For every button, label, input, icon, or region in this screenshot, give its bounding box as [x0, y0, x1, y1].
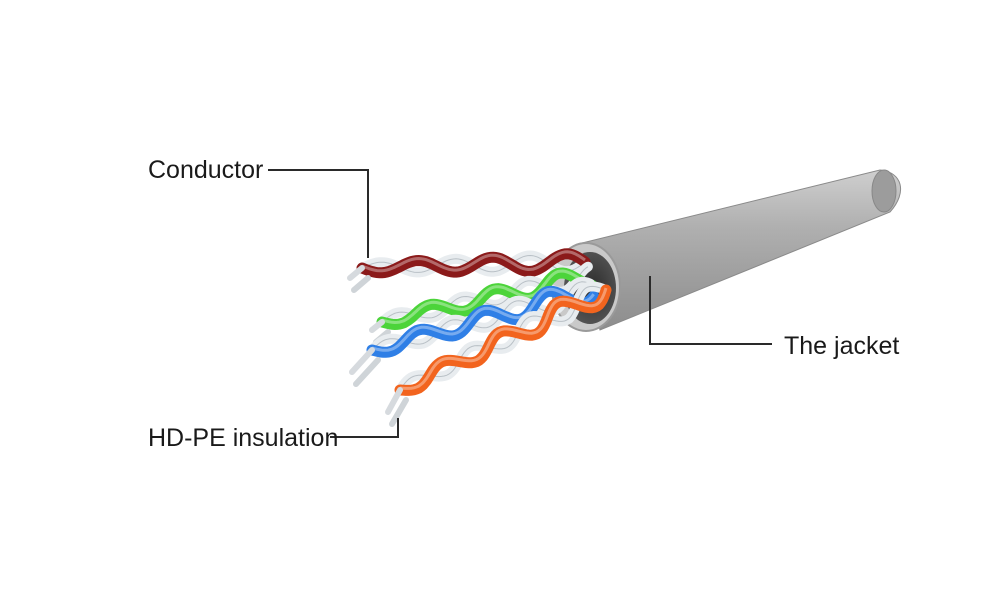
twisted-pairs [347, 248, 612, 427]
pair-brown [347, 248, 591, 293]
pair-orange [385, 281, 612, 427]
insulation-leader-line [330, 418, 399, 438]
wire-white-outline-orange [399, 285, 607, 391]
insulation-label: HD-PE insulation [148, 424, 338, 452]
conductor-tip-orange [385, 387, 403, 415]
wire-blue [366, 285, 600, 358]
wire-highlight-brown [361, 250, 586, 273]
jacket-body [577, 169, 901, 331]
conductor-tip-brown [347, 265, 365, 281]
cable-jacket [551, 169, 901, 332]
wire-brown [356, 248, 591, 279]
jacket-label: The jacket [784, 332, 899, 360]
wire-highlight-orange [399, 287, 608, 390]
conductor-leader-line [268, 169, 369, 258]
conductor-tip-white-blue [353, 357, 381, 387]
conductor-tip-white-brown [351, 275, 371, 293]
wire-highlight-green [381, 269, 593, 325]
wire-orange [394, 284, 612, 396]
jacket-end-cap [871, 169, 897, 213]
wire-highlight-blue [371, 287, 595, 352]
wire-green [376, 267, 598, 331]
conductor-label: Conductor [148, 156, 263, 184]
conductor-tip-green [369, 319, 385, 333]
jacket-leader-line [649, 276, 772, 345]
conductor-tip-white-orange [389, 397, 409, 427]
conductor-tip-blue [349, 347, 375, 375]
